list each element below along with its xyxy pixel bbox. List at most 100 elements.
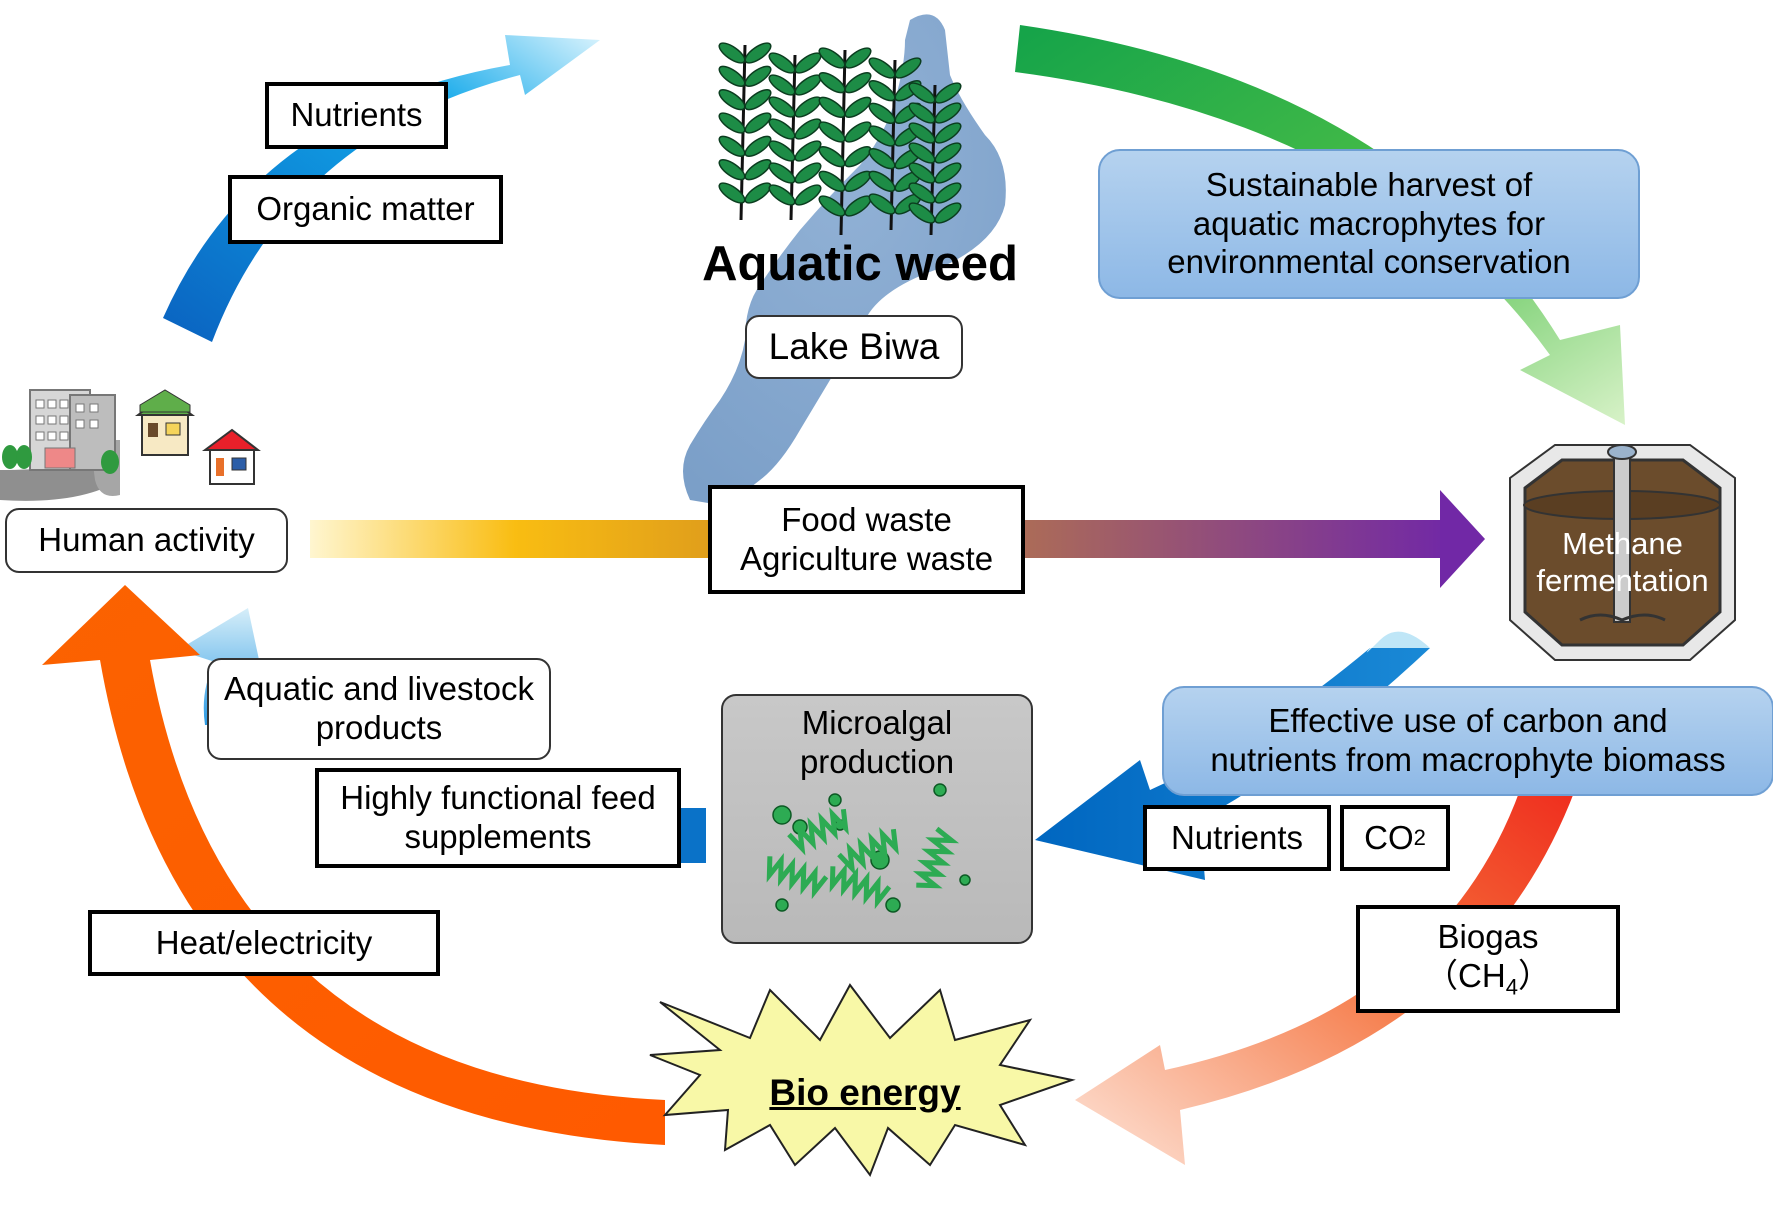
weed-leaf bbox=[908, 122, 936, 144]
sustainable-harvest-label: Sustainable harvest of aquatic macrophyt… bbox=[1098, 149, 1640, 299]
aquatic-weed-title: Aquatic weed bbox=[702, 237, 1018, 292]
weed-leaf bbox=[818, 72, 846, 94]
starburst-icon bbox=[649, 983, 1076, 1178]
weed-leaf bbox=[934, 162, 962, 184]
microalgae-cell bbox=[828, 793, 842, 807]
human-activity-label: Human activity bbox=[5, 508, 288, 573]
microalgae-cell bbox=[775, 898, 789, 912]
weed-leaf bbox=[768, 96, 796, 118]
microalgae-cell bbox=[885, 897, 901, 913]
arrow-heat-to-human bbox=[42, 585, 665, 1145]
weed-leaf bbox=[868, 57, 896, 79]
microalgae-filament bbox=[837, 827, 899, 876]
arrow-feed-supplements bbox=[678, 808, 706, 863]
agriculture-waste-text: Agriculture waste bbox=[739, 539, 994, 577]
weed-leaf bbox=[794, 118, 822, 140]
methane-tank-icon bbox=[1509, 444, 1736, 661]
waste-label: Food waste Agriculture waste bbox=[708, 485, 1025, 594]
weed-leaf bbox=[744, 89, 772, 111]
microalgal-production-label: Microalgal production bbox=[799, 703, 955, 780]
weed-leaf bbox=[768, 52, 796, 74]
feed-supplements-label: Highly functional feed supplements bbox=[315, 768, 681, 868]
effective-use-label: Effective use of carbon and nutrients fr… bbox=[1162, 686, 1773, 796]
weed-leaf bbox=[768, 140, 796, 162]
weed-leaf bbox=[744, 159, 772, 181]
ch4-main-text: （CH bbox=[1425, 956, 1506, 994]
weed-leaf bbox=[718, 89, 746, 111]
biogas-text: Biogas bbox=[1437, 918, 1539, 956]
weed-leaf bbox=[908, 102, 936, 124]
methane-fermentation-label: Methane fermentation bbox=[1520, 525, 1725, 600]
weed-leaf bbox=[818, 170, 846, 192]
arrow-harvest-to-methane bbox=[1015, 25, 1625, 425]
house-green-icon bbox=[134, 389, 196, 456]
weed-leaf bbox=[868, 102, 896, 124]
aquatic-livestock-label: Aquatic and livestock products bbox=[207, 658, 551, 760]
weed-leaf bbox=[744, 135, 772, 157]
buildings-icon bbox=[0, 389, 120, 501]
weed-leaf bbox=[794, 184, 822, 206]
weed-leaf bbox=[818, 195, 846, 217]
microalgae-cell bbox=[959, 874, 971, 886]
weed-leaf bbox=[744, 182, 772, 204]
weed-leaf bbox=[718, 65, 746, 87]
nutrients-bottom-label: Nutrients bbox=[1143, 805, 1331, 871]
weed-leaf bbox=[794, 162, 822, 184]
weed-leaf bbox=[844, 121, 872, 143]
weed-leaf bbox=[794, 52, 822, 74]
aquatic-weed-icon bbox=[718, 42, 962, 236]
weed-leaf bbox=[818, 121, 846, 143]
weed-leaf bbox=[934, 122, 962, 144]
weed-leaf bbox=[908, 162, 936, 184]
weed-leaf bbox=[934, 82, 962, 104]
weed-leaf bbox=[818, 146, 846, 168]
microalgal-box bbox=[721, 694, 1033, 944]
weed-leaf bbox=[934, 142, 962, 164]
arrow-nutrients-to-lake bbox=[163, 35, 600, 342]
weed-leaf bbox=[908, 82, 936, 104]
weed-leaf bbox=[744, 42, 772, 64]
weed-leaf bbox=[934, 202, 962, 224]
weed-leaf bbox=[934, 102, 962, 124]
weed-leaf bbox=[894, 57, 922, 79]
weed-leaf bbox=[768, 184, 796, 206]
weed-leaf bbox=[768, 74, 796, 96]
bio-energy-label: Bio energy bbox=[769, 1071, 961, 1113]
ch4-close-text: ） bbox=[1517, 956, 1551, 994]
arrow-biogas-to-bioenergy bbox=[1075, 790, 1575, 1165]
organic-matter-label: Organic matter bbox=[228, 175, 503, 244]
microalgae-cell bbox=[772, 805, 792, 825]
weed-leaf bbox=[794, 96, 822, 118]
weed-leaf bbox=[718, 182, 746, 204]
weed-leaf bbox=[844, 47, 872, 69]
methane-text: Methane bbox=[1562, 526, 1683, 562]
weed-leaf bbox=[908, 182, 936, 204]
weed-leaf bbox=[744, 112, 772, 134]
co2-subscript: 2 bbox=[1413, 825, 1426, 851]
ch4-subscript: 4 bbox=[1505, 974, 1518, 1000]
weed-leaf bbox=[868, 125, 896, 147]
lake-biwa-label: Lake Biwa bbox=[745, 315, 963, 379]
weed-leaf bbox=[868, 193, 896, 215]
weed-leaf bbox=[934, 182, 962, 204]
weed-leaf bbox=[818, 47, 846, 69]
weed-leaf bbox=[768, 162, 796, 184]
co2-main-text: CO bbox=[1364, 818, 1414, 856]
food-waste-text: Food waste bbox=[781, 500, 952, 538]
weed-leaf bbox=[908, 202, 936, 224]
fermentation-text: fermentation bbox=[1536, 562, 1709, 598]
heat-electricity-label: Heat/electricity bbox=[88, 910, 440, 976]
weed-leaf bbox=[718, 159, 746, 181]
weed-leaf bbox=[844, 72, 872, 94]
weed-leaf bbox=[908, 142, 936, 164]
microalgae-filament bbox=[829, 862, 892, 910]
microalgae-filament bbox=[766, 852, 829, 900]
biogas-label: Biogas （CH4） bbox=[1356, 905, 1620, 1013]
microalgae-filament bbox=[912, 826, 960, 889]
nutrients-top-label: Nutrients bbox=[265, 82, 448, 149]
house-red-icon bbox=[201, 428, 261, 485]
weed-leaf bbox=[718, 135, 746, 157]
weed-leaf bbox=[868, 170, 896, 192]
weed-leaf bbox=[868, 148, 896, 170]
